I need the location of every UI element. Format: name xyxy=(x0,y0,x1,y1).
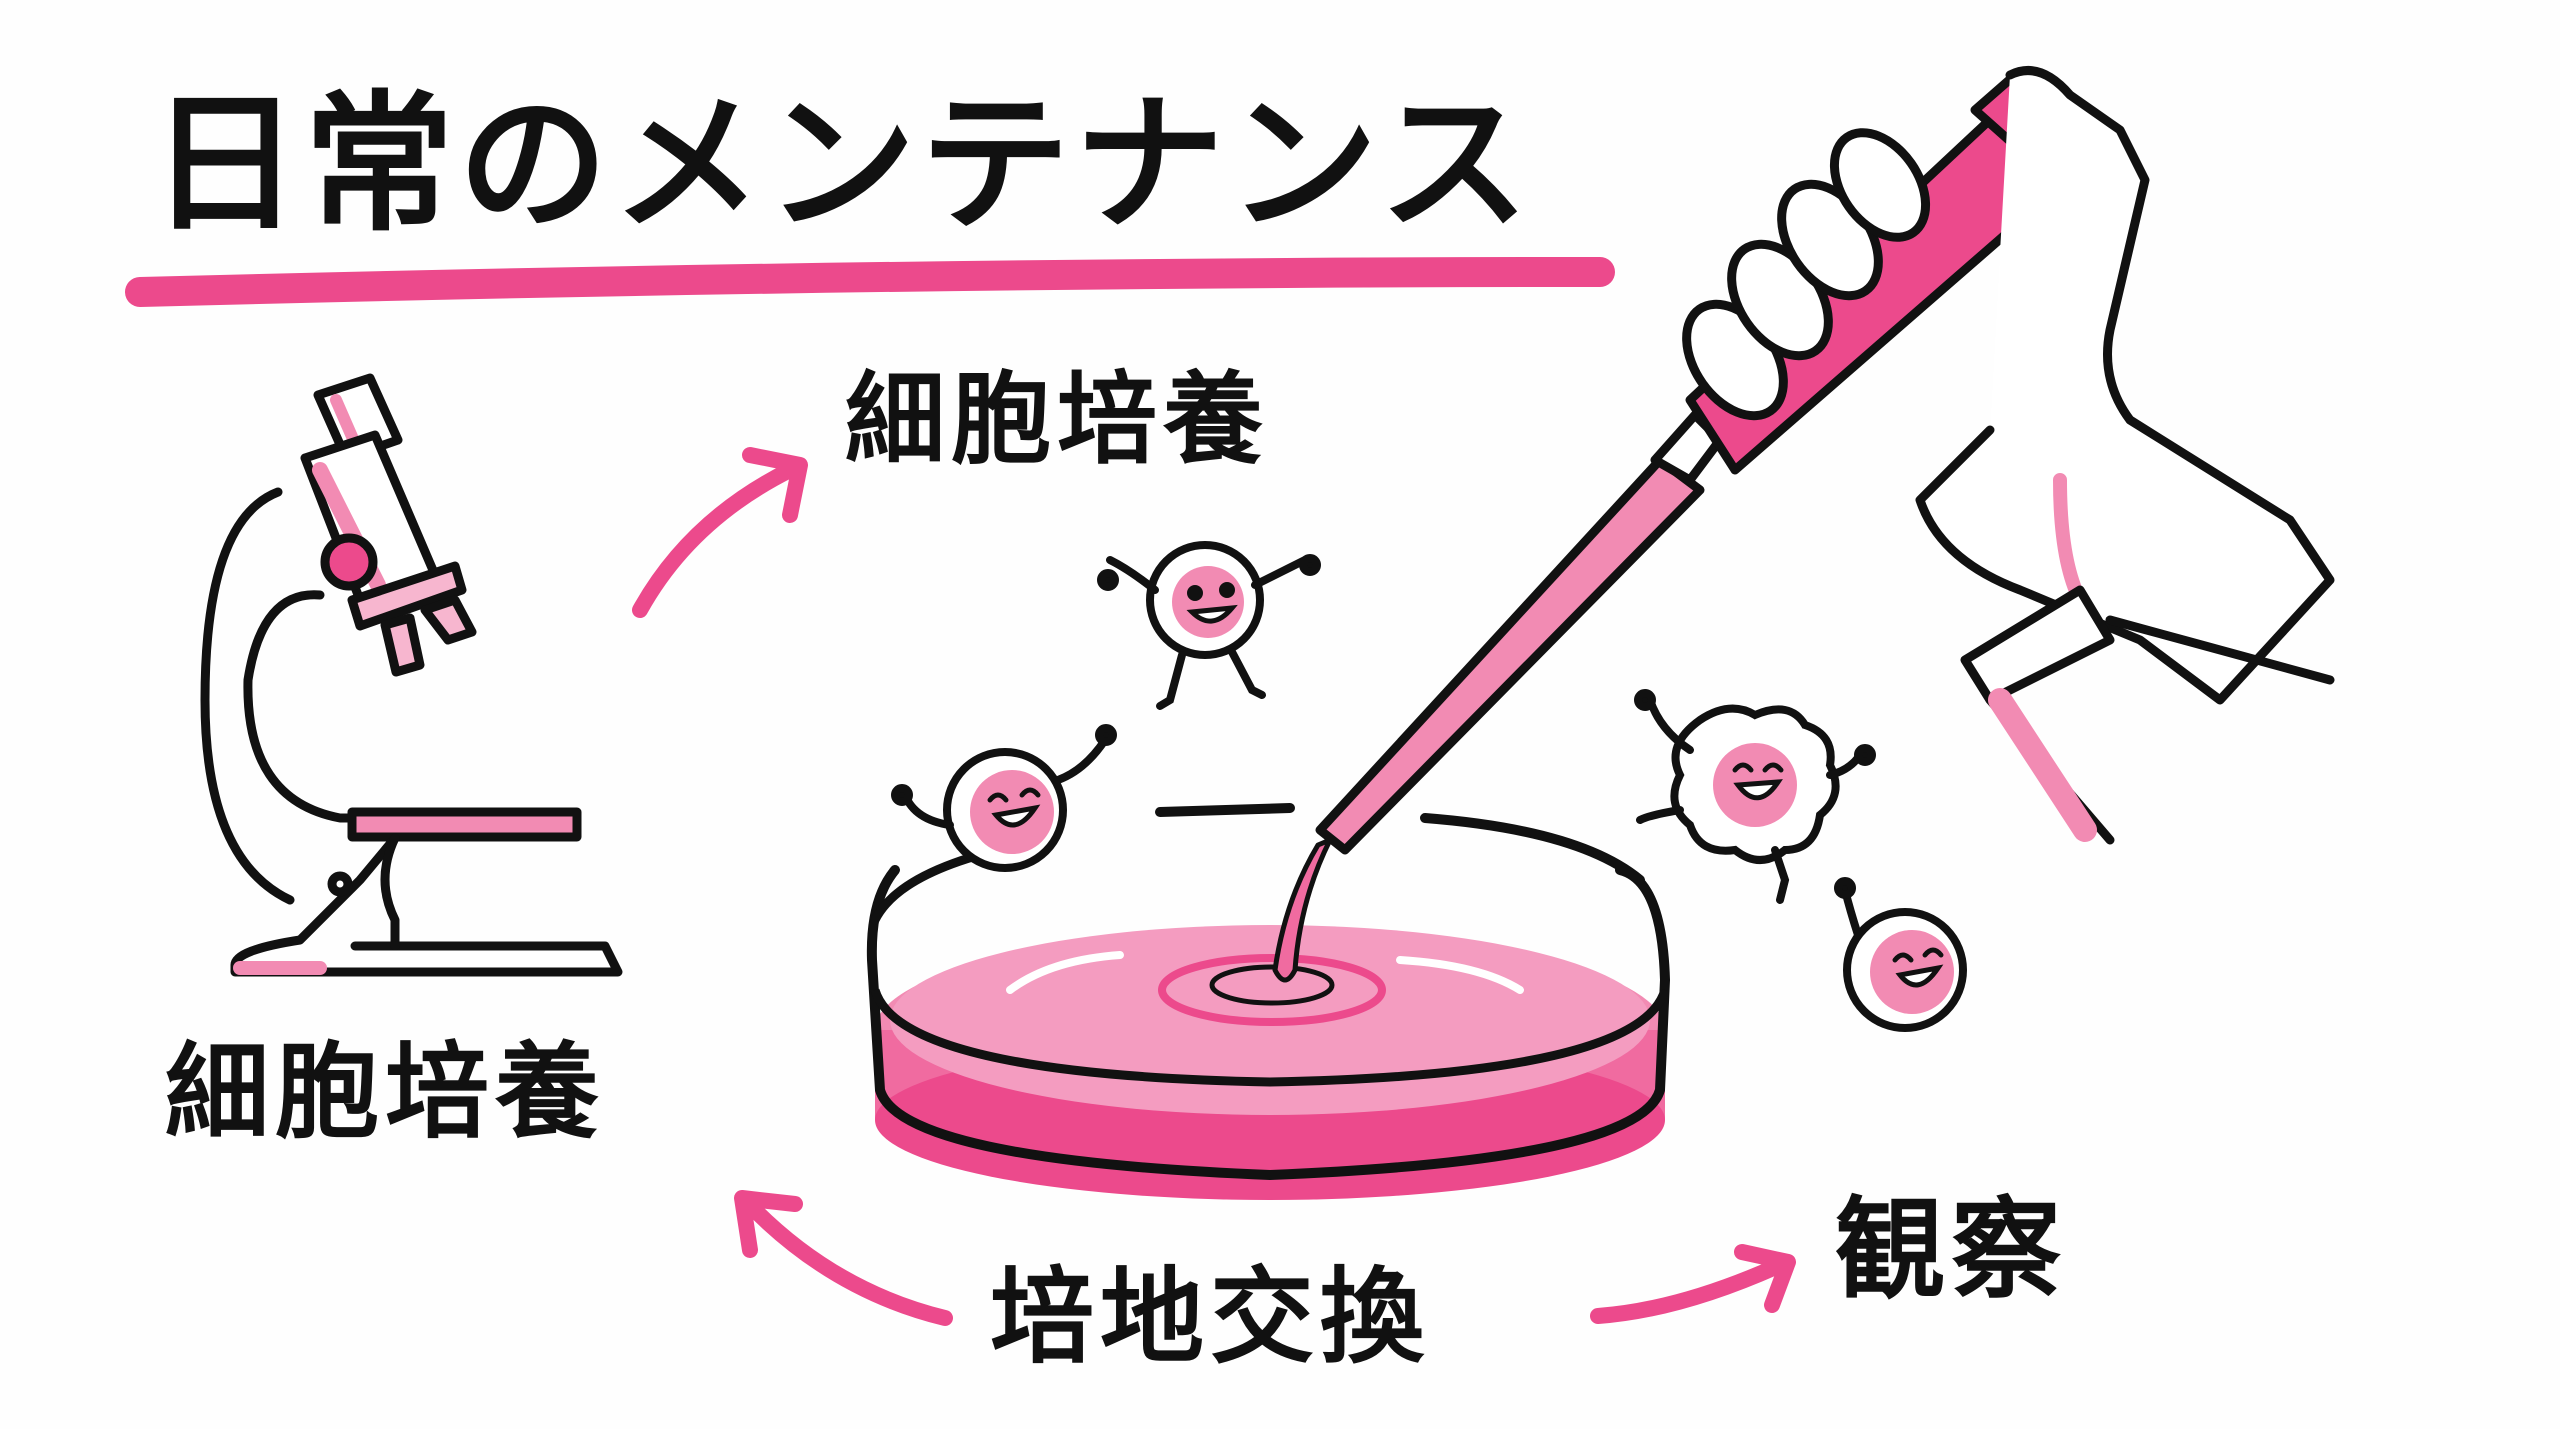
happy-cell-icon xyxy=(1097,541,1321,710)
arrow-to-left-label xyxy=(737,1192,953,1326)
arrow-to-observation xyxy=(1590,1257,1788,1324)
hand-holding-pipette-icon xyxy=(1272,66,2335,983)
label-cell-culture-top: 細胞培養 xyxy=(845,361,1269,478)
label-cell-culture-left: 細胞培養 xyxy=(165,1031,606,1153)
label-observation: 観察 xyxy=(1835,1186,2067,1314)
arrowhead xyxy=(742,447,808,523)
petri-dish-icon xyxy=(866,803,1671,1200)
happy-cell-icon xyxy=(891,724,1117,872)
microscope-icon xyxy=(200,373,623,977)
arrowhead xyxy=(1734,1244,1796,1313)
title-underline xyxy=(125,257,1615,307)
happy-spiky-cell-icon xyxy=(1634,689,1876,904)
happy-cell-icon xyxy=(1834,877,1967,1032)
arrowhead xyxy=(734,1190,803,1258)
arrow-to-culture xyxy=(632,462,798,618)
label-medium-exchange: 培地交換 xyxy=(990,1256,1431,1378)
page-title: 日常のメンテナンス xyxy=(150,78,1534,252)
